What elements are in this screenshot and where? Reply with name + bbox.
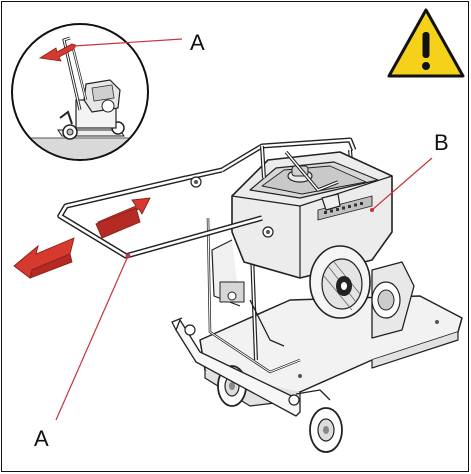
- leader-b: [371, 157, 433, 211]
- main-machine: [57, 137, 463, 453]
- callout-a-top: A: [190, 30, 205, 55]
- wheel: [217, 365, 247, 407]
- leader-a-top: [73, 38, 183, 47]
- direction-arrow-icon: [13, 237, 75, 279]
- leader-a-bottom: [55, 255, 129, 421]
- callout-a-bottom: A: [34, 426, 49, 451]
- wheel: [309, 407, 343, 453]
- inset-detail: [11, 23, 183, 161]
- warning-triangle-icon: [387, 8, 465, 78]
- callout-b: B: [434, 130, 449, 155]
- direction-arrow-icon: [95, 197, 151, 239]
